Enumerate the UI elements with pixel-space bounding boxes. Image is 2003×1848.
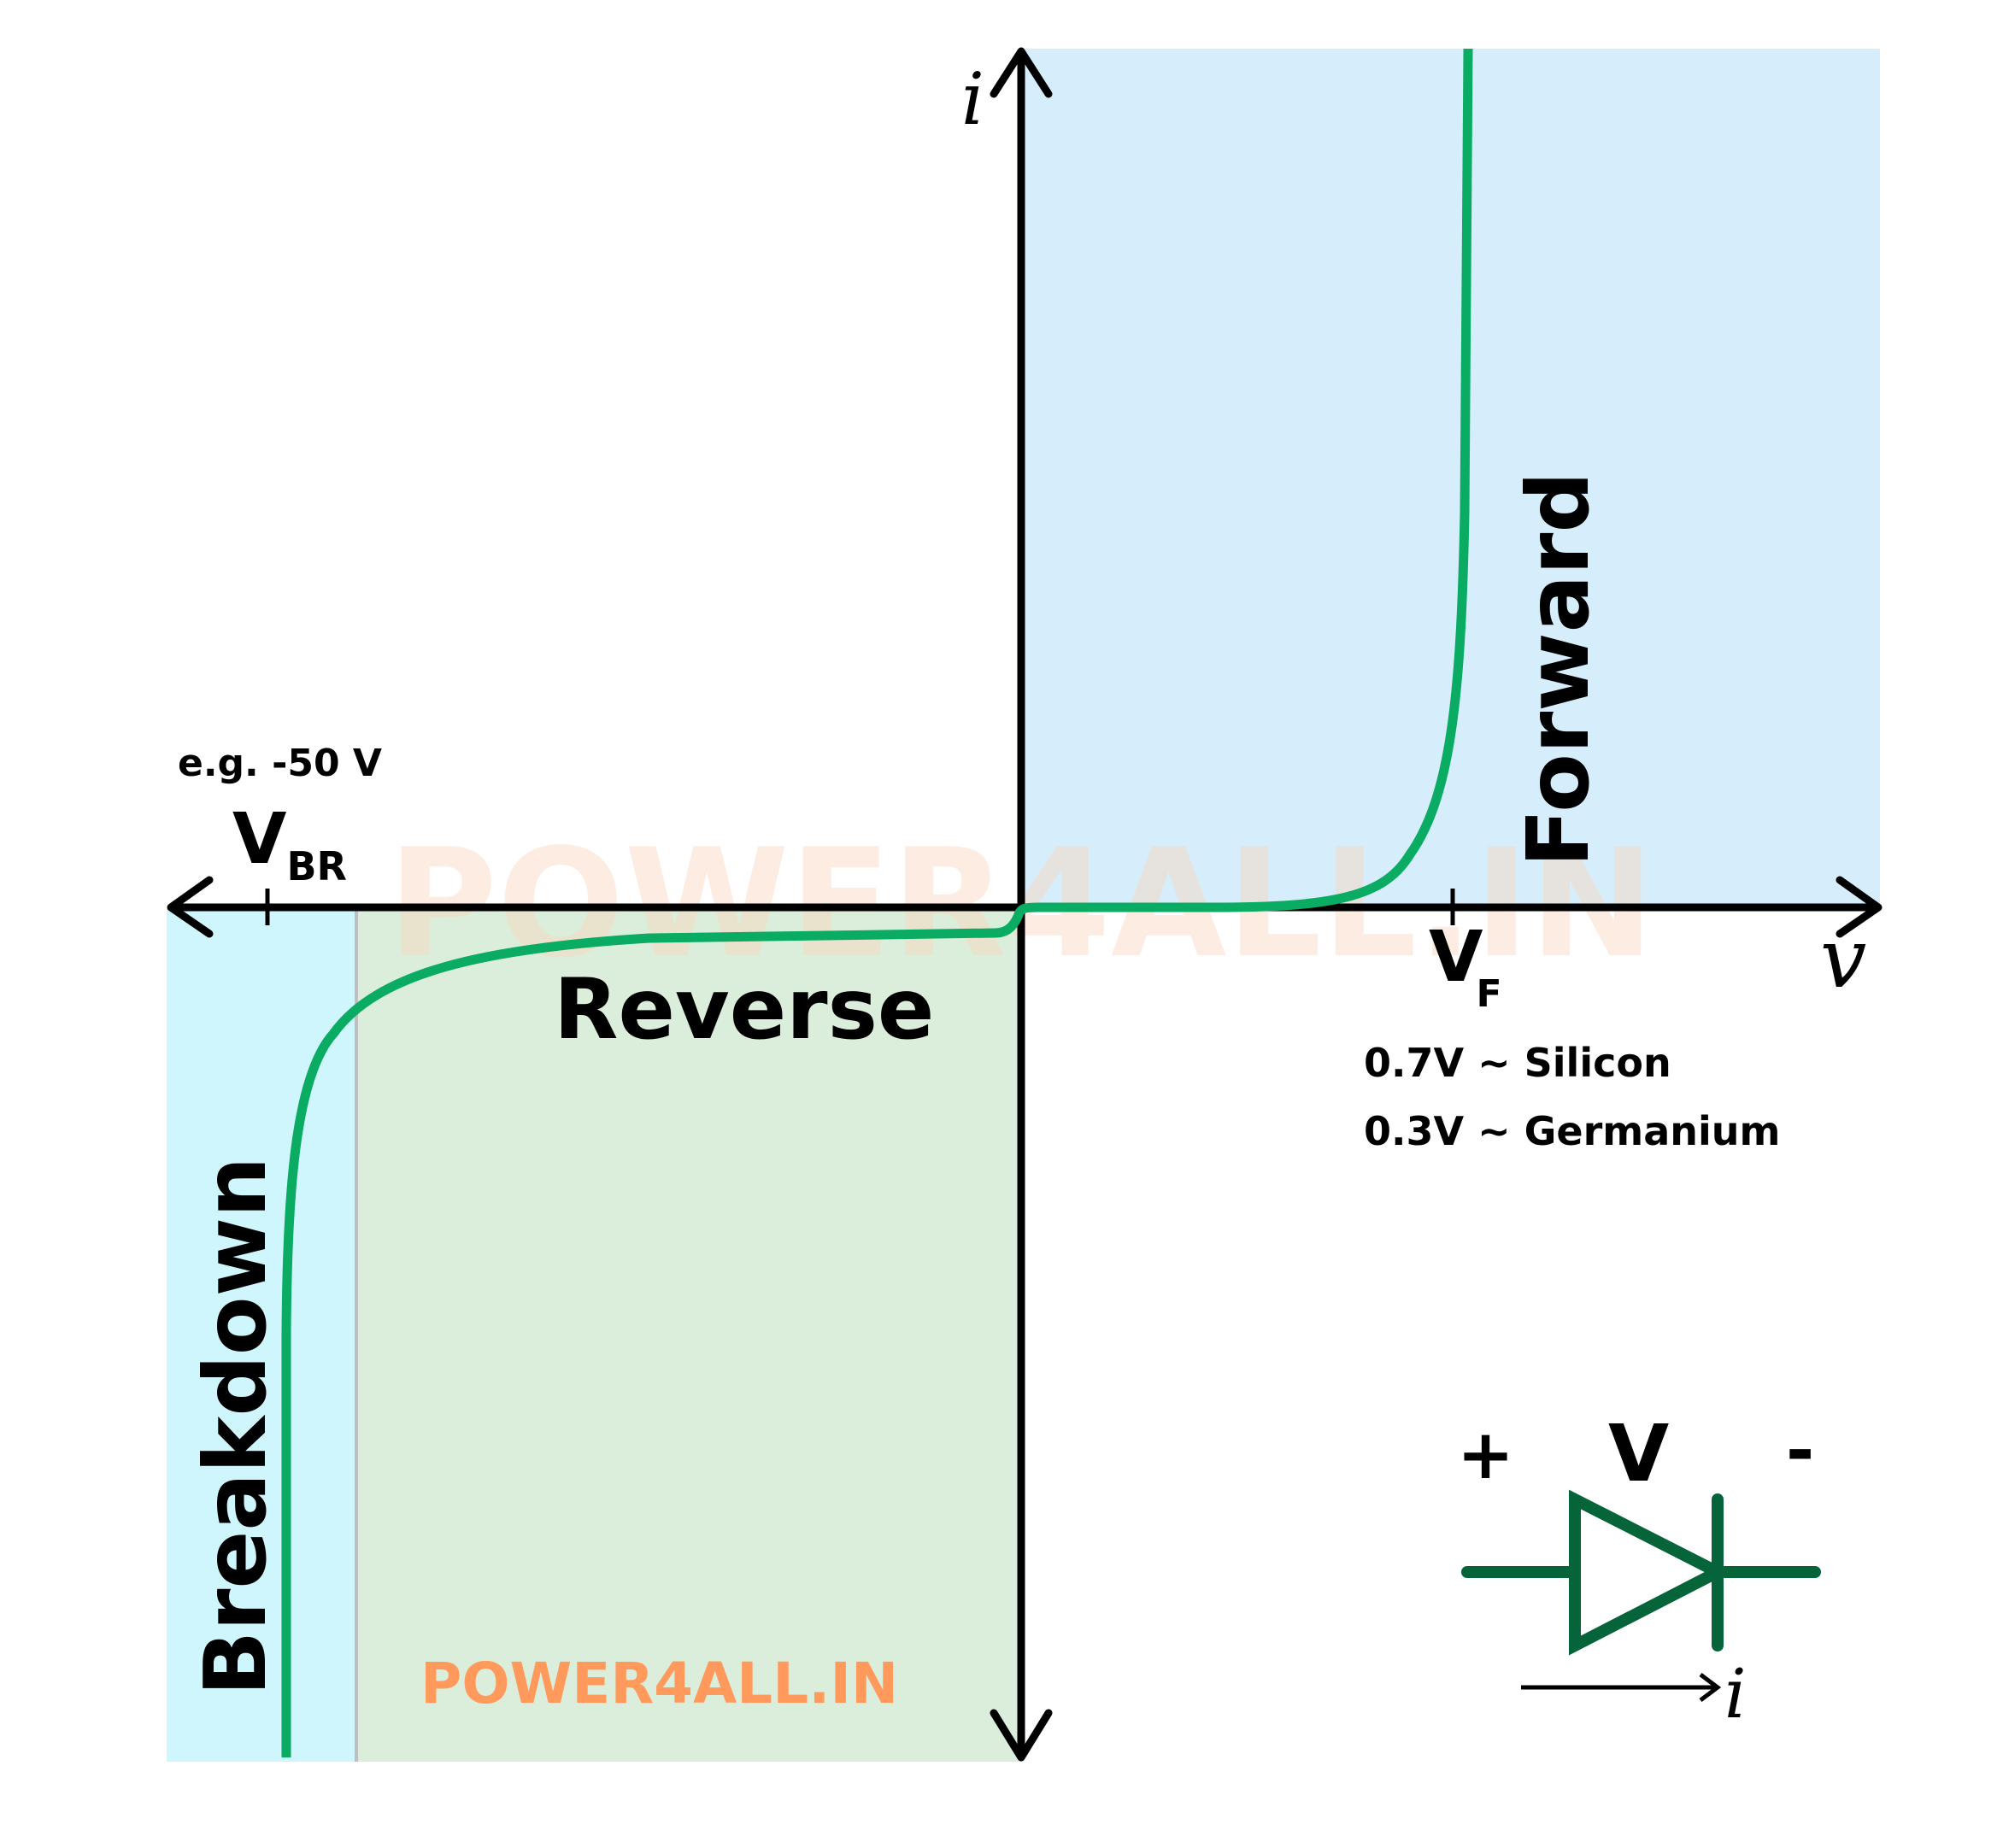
current-axis-down-arrow xyxy=(990,1709,1053,1762)
current-axis-up-arrow xyxy=(990,47,1053,98)
diode-symbol: + V - i xyxy=(1457,1408,1821,1734)
vf-note-silicon: 0.7V ~ Silicon xyxy=(1364,1040,1671,1086)
iv-curve xyxy=(281,48,1473,1757)
reverse-region-label: Reverse xyxy=(554,961,934,1059)
vf-subscript: F xyxy=(1476,972,1501,1016)
current-direction-arrow-head xyxy=(1699,1673,1722,1702)
voltage-axis-right-arrow xyxy=(1836,876,1883,938)
diode-minus-sign: - xyxy=(1786,1411,1814,1490)
forward-region xyxy=(1021,49,1880,907)
vf-note-germanium: 0.3V ~ Germanium xyxy=(1364,1108,1780,1154)
forward-region-label: Forward xyxy=(1508,472,1608,867)
diode-plus-sign: + xyxy=(1457,1415,1514,1494)
vf-label: VF xyxy=(1429,917,1502,1016)
vbr-example: e.g. -50 V xyxy=(178,742,382,785)
diode-triangle-icon xyxy=(1569,1489,1731,1656)
vbr-subscript: BR xyxy=(286,843,346,889)
vbr-symbol: V xyxy=(232,799,287,880)
vbr-label: VBR xyxy=(232,799,347,889)
reverse-region xyxy=(356,907,1021,1762)
breakdown-region-label: Breakdown xyxy=(185,1157,285,1696)
diode-current-label: i xyxy=(1724,1654,1747,1734)
watermark-small: POWER4ALL.IN xyxy=(420,1651,898,1716)
vf-symbol: V xyxy=(1429,917,1483,998)
voltage-axis-left-arrow xyxy=(167,876,214,938)
voltage-axis-label: v xyxy=(1820,911,1866,1006)
current-axis-label: i xyxy=(961,57,984,141)
diode-voltage-label: V xyxy=(1608,1408,1669,1499)
